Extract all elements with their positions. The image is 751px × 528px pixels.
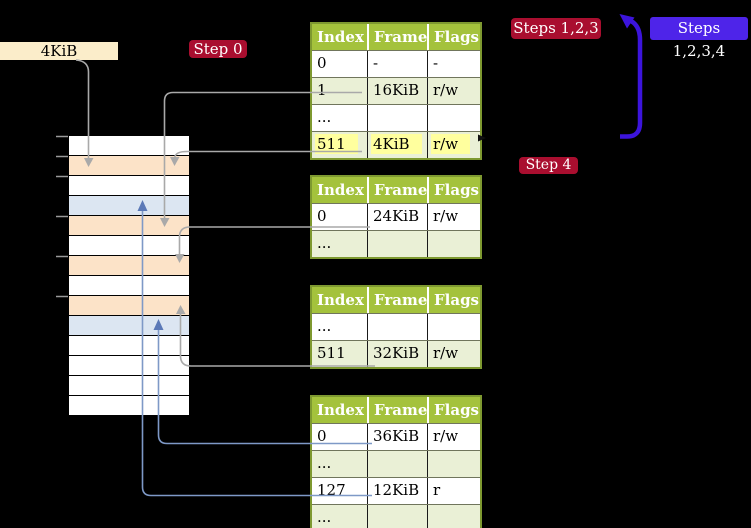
column-header: Index <box>317 28 364 46</box>
table-cell: r <box>427 478 480 504</box>
table-cell: 0 <box>317 54 327 72</box>
memory-row-blue <box>69 196 189 216</box>
column-header: Flags <box>427 177 480 203</box>
memory-row-white <box>69 136 189 156</box>
step0-label: Step 0 <box>189 40 247 58</box>
table-cell: r/w <box>427 78 480 104</box>
table-cell: 36KiB <box>367 424 427 450</box>
table-row: 0 -- <box>312 50 480 77</box>
column-header: Flags <box>427 24 480 50</box>
memory-row-white <box>69 336 189 356</box>
column-header: Index <box>317 181 364 199</box>
table-cell <box>427 451 480 477</box>
table-cell: r/w <box>427 132 480 158</box>
table-cell <box>427 105 480 131</box>
table-cell: 12KiB <box>367 478 427 504</box>
memory-row-white <box>69 376 189 396</box>
memory-row-peach <box>69 296 189 316</box>
table-cell <box>427 505 480 528</box>
physical-memory-stack <box>68 135 190 416</box>
frame-size-label: 4KiB <box>0 42 118 60</box>
table-cell: 0 <box>317 427 327 445</box>
memory-row-white <box>69 396 189 415</box>
table-cell: ... <box>317 108 332 126</box>
table-cell: 511 <box>317 344 346 362</box>
table-cell: 4KiB <box>367 132 427 158</box>
table-cell: - <box>367 51 427 77</box>
memory-row-blue <box>69 316 189 336</box>
column-header: Index <box>317 401 364 419</box>
memory-row-white <box>69 176 189 196</box>
column-header: Flags <box>427 397 480 423</box>
table-cell: 24KiB <box>367 204 427 230</box>
table-cell: r/w <box>427 341 480 367</box>
table-cell <box>367 505 427 528</box>
column-header: Frame <box>367 177 427 203</box>
column-header: Frame <box>367 24 427 50</box>
table-cell: 16KiB <box>367 78 427 104</box>
memory-row-white <box>69 236 189 256</box>
table-cell <box>427 314 480 340</box>
table-cell: ... <box>317 234 332 252</box>
table-row: ... <box>312 104 480 131</box>
table-row: ... <box>312 450 480 477</box>
column-header: Frame <box>367 287 427 313</box>
table-cell <box>427 231 480 257</box>
table-row: ... <box>312 313 480 340</box>
table-cell: r/w <box>427 424 480 450</box>
memory-row-white <box>69 356 189 376</box>
table-row: ... <box>312 230 480 257</box>
table-cell <box>367 105 427 131</box>
table-cell <box>367 451 427 477</box>
table-cell: ... <box>317 454 332 472</box>
table-cell: - <box>427 51 480 77</box>
step4-label: Step 4 <box>519 157 578 174</box>
table-cell <box>367 231 427 257</box>
table-row: ... <box>312 504 480 528</box>
steps1234-label: Steps 1,2,3,4 <box>650 17 748 60</box>
steps123-label: Steps 1,2,3 <box>511 18 601 39</box>
memory-row-peach <box>69 256 189 276</box>
table-cell <box>367 314 427 340</box>
table-cell: ... <box>317 508 332 526</box>
column-header: Flags <box>427 287 480 313</box>
column-header: Frame <box>367 397 427 423</box>
memory-row-white <box>69 276 189 296</box>
recursive-loop-arrow <box>619 14 643 139</box>
column-header: Index <box>317 291 364 309</box>
table-cell: 1 <box>317 81 327 99</box>
memory-row-peach <box>69 156 189 176</box>
table-cell: 511 <box>312 132 367 158</box>
table-cell: 32KiB <box>367 341 427 367</box>
table-cell: ... <box>317 317 332 335</box>
table-cell: 127 <box>317 481 346 499</box>
memory-row-peach <box>69 216 189 236</box>
table-cell: 0 <box>317 207 327 225</box>
table-cell: r/w <box>427 204 480 230</box>
memory-tick-marks <box>56 135 68 298</box>
